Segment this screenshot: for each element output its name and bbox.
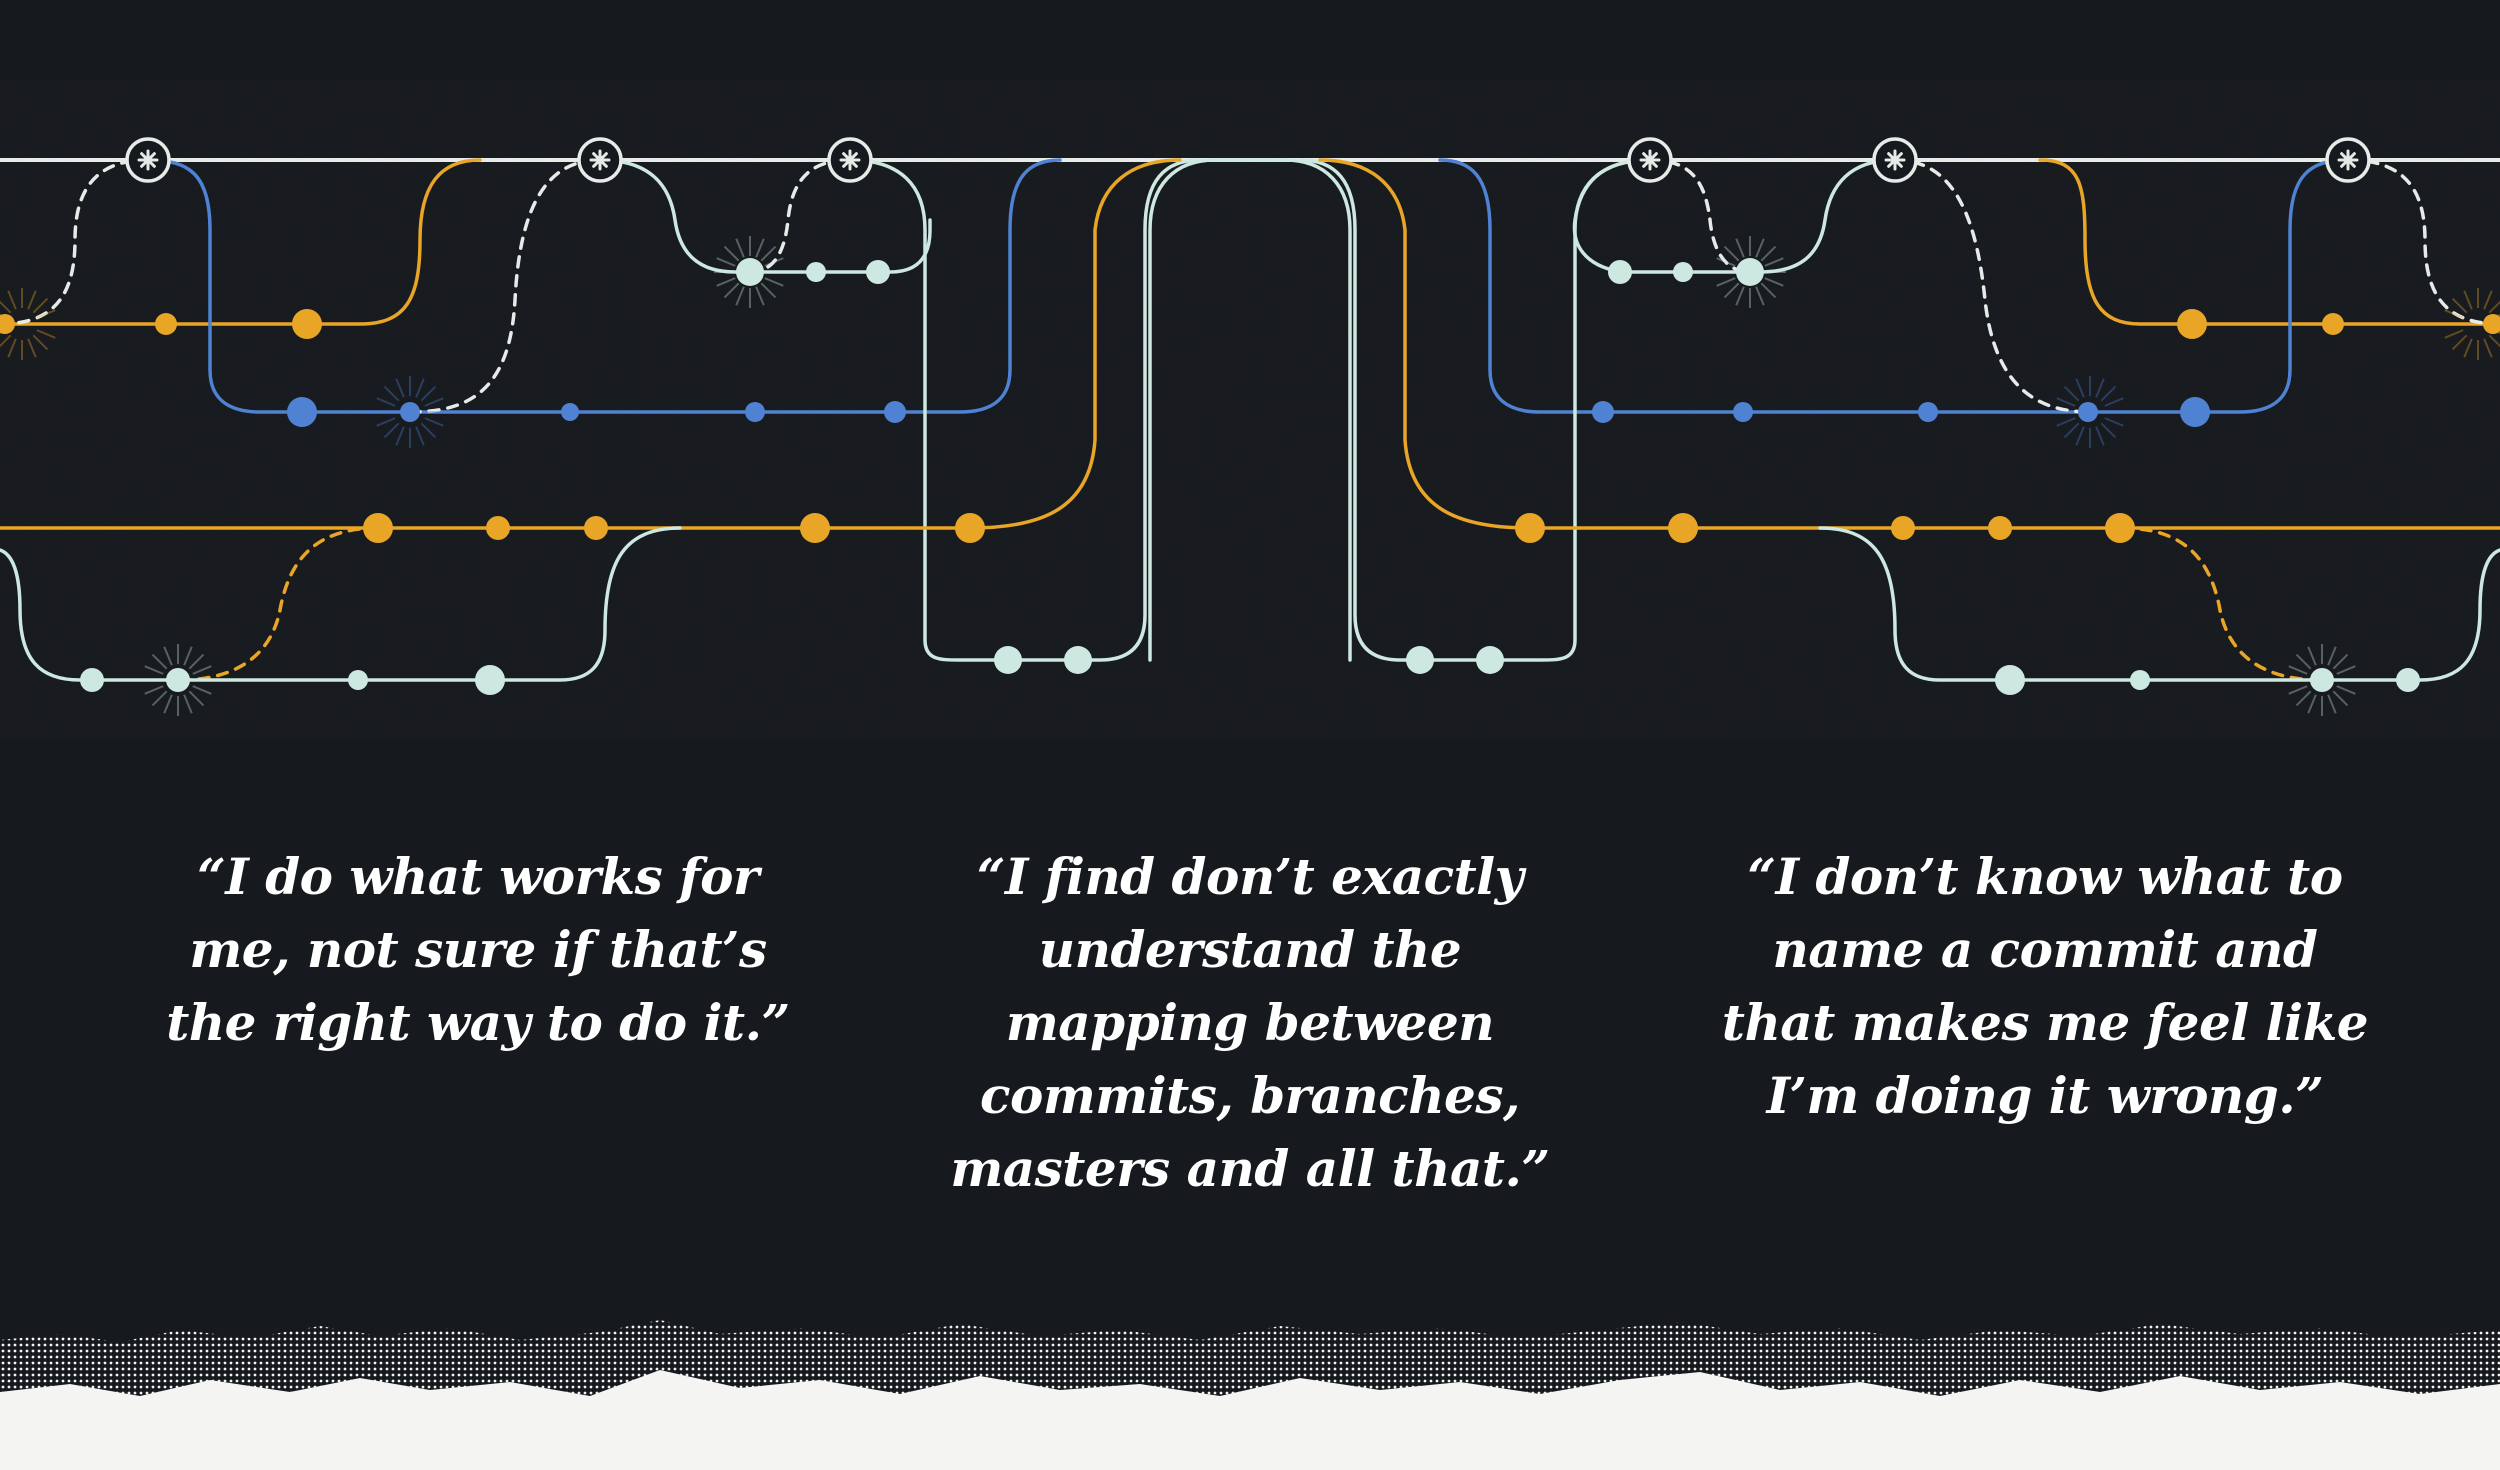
starburst-icon: [142, 644, 214, 716]
dashed-merge-line: [1648, 158, 1752, 274]
git-branch-graph: [0, 80, 2500, 740]
quote-2: “I find don’t exactly understand the map…: [950, 847, 1550, 1198]
gold-branch-line: [0, 158, 1182, 530]
commit-dot-mint: [1673, 262, 1693, 282]
mint-branch-line: [1818, 526, 2500, 682]
commit-dot-blue: [2078, 402, 2098, 422]
commit-dot-blue: [561, 403, 579, 421]
commit-dot-blue: [287, 397, 317, 427]
asterisk-circle-icon: [2325, 137, 2371, 183]
starburst-icon: [374, 376, 446, 448]
graph-grain: [0, 80, 2500, 740]
commit-dot-gold: [2322, 313, 2344, 335]
commit-dot-mint: [1736, 258, 1764, 286]
commit-dot-mint: [80, 668, 104, 692]
paper-solid: [0, 1370, 2500, 1470]
starburst-icon: [1714, 236, 1786, 308]
gold-branch-line: [0, 158, 482, 326]
commit-dot-mint: [1608, 260, 1632, 284]
commit-dot-gold: [584, 516, 608, 540]
asterisk-circle-icon: [827, 137, 873, 183]
commit-dot-gold: [2177, 309, 2207, 339]
commit-dot-gold: [1988, 516, 2012, 540]
commit-dot-blue: [884, 401, 906, 423]
mint-branch-line: [0, 526, 682, 682]
commit-dot-blue: [2180, 397, 2210, 427]
commit-dot-mint: [2130, 670, 2150, 690]
dashed-gold-line: [178, 526, 380, 682]
commit-dot-mint: [475, 665, 505, 695]
commit-dot-mint: [994, 646, 1022, 674]
starburst-icon: [2054, 376, 2126, 448]
asterisk-circle-icon: [577, 137, 623, 183]
commit-dot-gold: [1668, 513, 1698, 543]
torn-paper-edge: [0, 1320, 2500, 1470]
commit-dot-gold: [363, 513, 393, 543]
starburst-icon: [2286, 644, 2358, 716]
quote-3: “I don’t know what to name a commit and …: [1721, 847, 2369, 1125]
commit-dot-blue: [1592, 401, 1614, 423]
commit-dot-mint: [806, 262, 826, 282]
commit-dot-gold: [2105, 513, 2135, 543]
commit-dot-gold: [155, 313, 177, 335]
commit-dot-mint: [736, 258, 764, 286]
dashed-merge-line: [2346, 158, 2500, 326]
commit-dot-mint: [1064, 646, 1092, 674]
blue-branch-line: [146, 158, 1062, 414]
commit-dot-blue: [1733, 402, 1753, 422]
commit-dot-mint: [166, 668, 190, 692]
asterisk-circle-icon: [1872, 137, 1918, 183]
dashed-merge-line: [0, 158, 150, 326]
asterisk-circle-icon: [1627, 137, 1673, 183]
commit-dot-gold: [2483, 314, 2500, 334]
gold-branch-line: [2038, 158, 2500, 326]
commit-dot-gold: [292, 309, 322, 339]
commit-dot-blue: [745, 402, 765, 422]
starburst-icon: [714, 236, 786, 308]
mint-branch-line: [598, 158, 932, 274]
blue-branch-line: [1438, 158, 2350, 414]
commit-dot-blue: [400, 402, 420, 422]
commit-dot-gold: [486, 516, 510, 540]
commit-dot-gold: [800, 513, 830, 543]
commit-dot-mint: [1995, 665, 2025, 695]
commit-dot-gold: [955, 513, 985, 543]
commit-dot-gold: [1515, 513, 1545, 543]
mint-branch-line: [848, 158, 1202, 662]
dashed-merge-line: [748, 158, 852, 274]
commit-dot-mint: [348, 670, 368, 690]
commit-dot-gold: [1891, 516, 1915, 540]
mint-arch-line: [1148, 158, 1352, 662]
dashed-merge-line: [1893, 158, 2092, 414]
commit-dot-mint: [1476, 646, 1504, 674]
commit-dot-mint: [2396, 668, 2420, 692]
dashed-merge-line: [408, 158, 602, 414]
commit-dot-gold: [0, 314, 15, 334]
asterisk-circle-icon: [125, 137, 171, 183]
commit-dot-mint: [866, 260, 890, 284]
commit-dot-mint: [2310, 668, 2334, 692]
gold-branch-line: [1318, 158, 2500, 530]
dashed-gold-line: [2120, 526, 2322, 682]
quote-1: “I do what works for me, not sure if tha…: [166, 847, 790, 1052]
commit-dot-blue: [1918, 402, 1938, 422]
commit-dot-mint: [1406, 646, 1434, 674]
